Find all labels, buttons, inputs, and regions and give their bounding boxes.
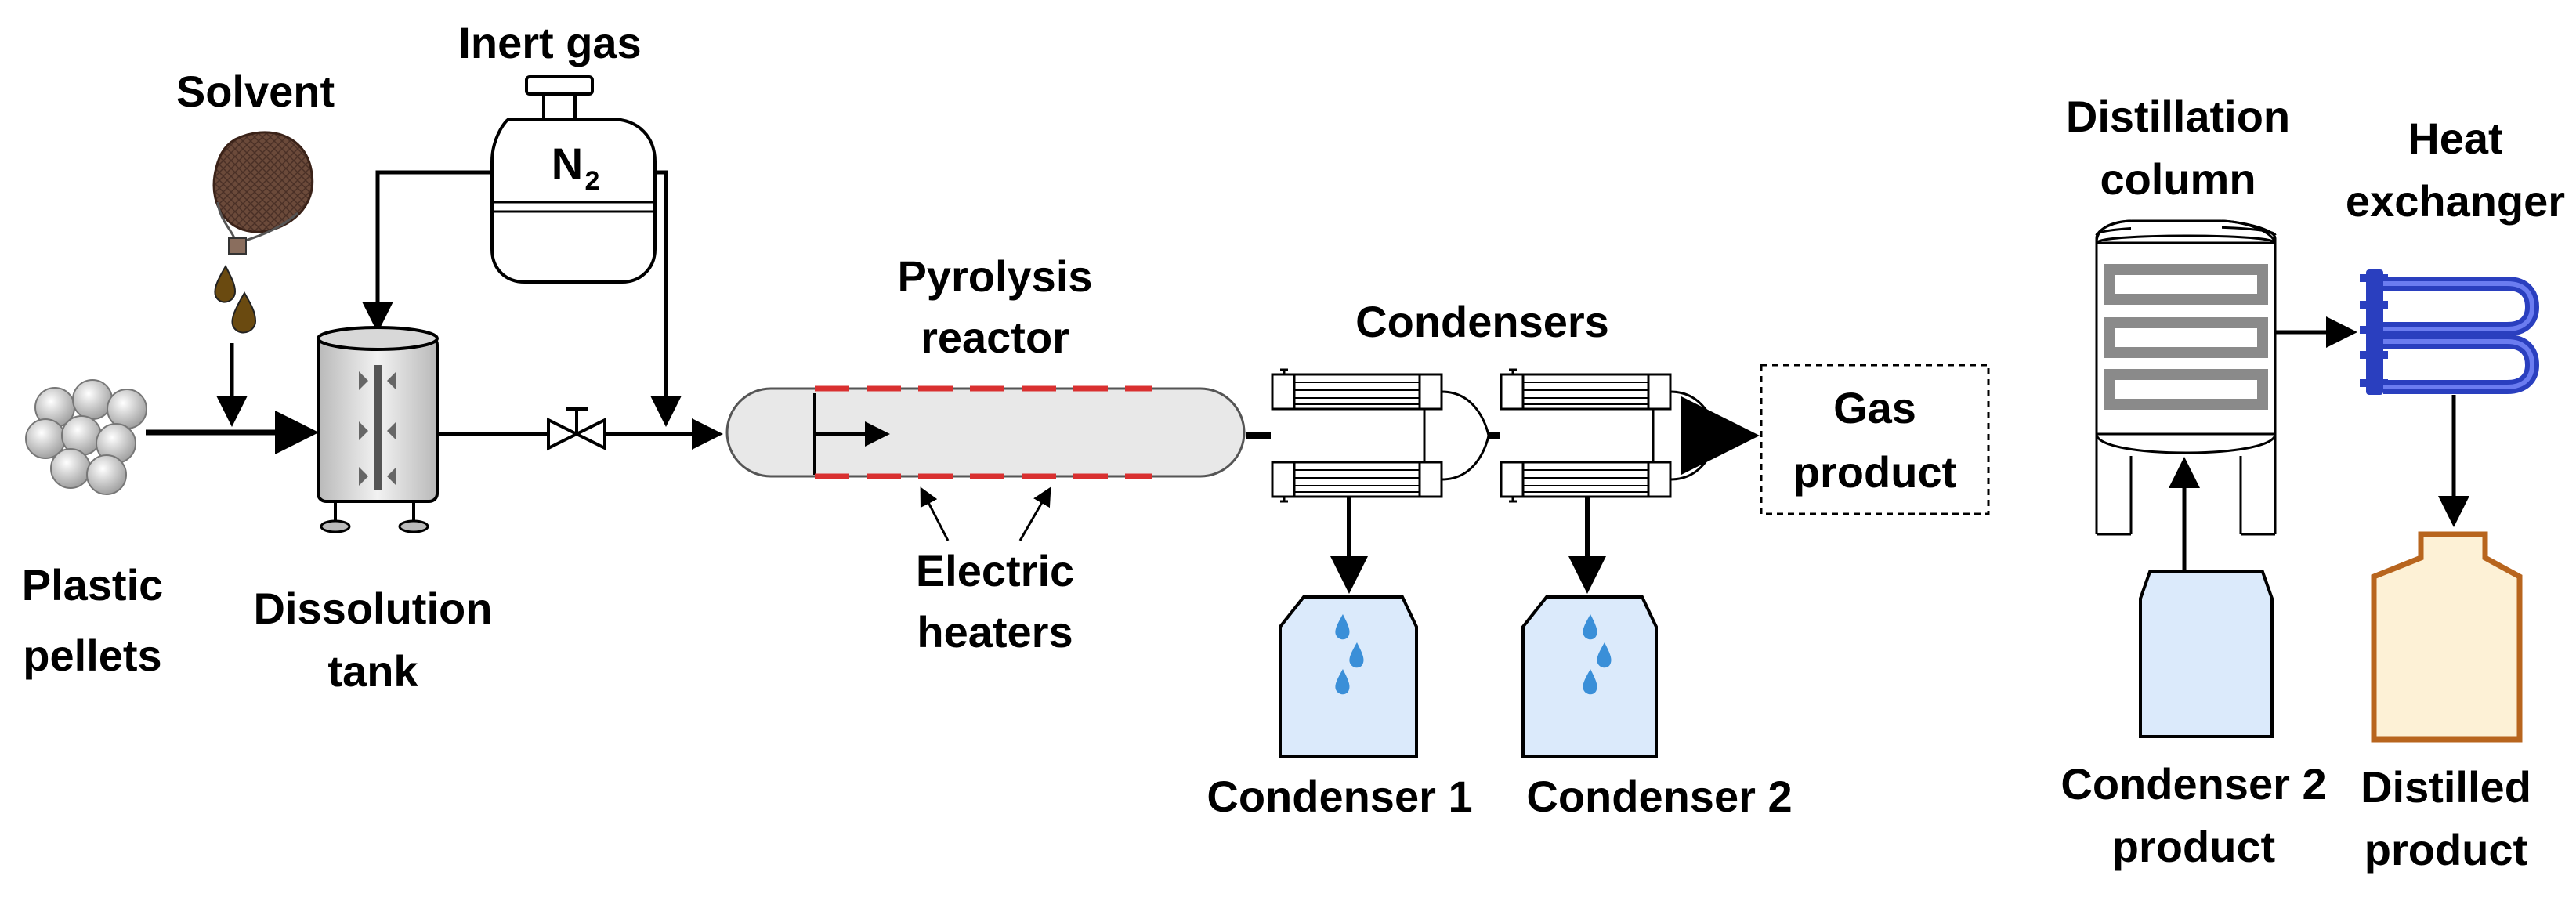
dissolution-tank-icon: [317, 326, 439, 533]
dissolution-tank-label: tank: [327, 646, 418, 696]
heat-exchanger-label: Heat: [2408, 114, 2502, 163]
heater-pointer-arrow: [1018, 486, 1051, 541]
distillation-column-label: Distillation: [2066, 92, 2290, 141]
condenser-2-product-label: Condenser 2: [2060, 759, 2326, 808]
droplet-icon: [1335, 614, 1364, 695]
dissolution-tank-label: Dissolution: [254, 584, 493, 633]
condenser-2-product-label: product: [2112, 822, 2275, 871]
valve-icon: [547, 407, 606, 451]
solvent-label: Solvent: [176, 67, 335, 116]
gas-product-label: Gas: [1833, 383, 1916, 432]
distilled-product-label: Distilled: [2361, 762, 2531, 812]
heat-exchanger-label: exchanger: [2346, 176, 2565, 226]
condenser-1-icon: [1271, 368, 1490, 503]
condenser-1-label: Condenser 1: [1207, 772, 1472, 821]
electric-heater-icon: [815, 385, 1152, 479]
gas-product-label: product: [1793, 447, 1956, 497]
heat-exchanger-icon: [2360, 269, 2540, 395]
condensers-label: Condensers: [1355, 297, 1609, 346]
solvent-drop-icon: [214, 264, 257, 334]
n2-to-tank-line: [362, 170, 492, 333]
condenser-2-product-bottle-icon: [2139, 570, 2274, 738]
pyrolysis-reactor-icon: [725, 387, 1246, 478]
condenser-2-icon: [1500, 368, 1719, 503]
condenser-1-product-bottle-icon: [1279, 595, 1418, 758]
electric-heaters-label: Electric: [916, 546, 1074, 595]
n2-subscript: 2: [585, 166, 600, 196]
distilled-product-label: product: [2364, 825, 2527, 874]
inert-gas-label: Inert gas: [458, 18, 641, 67]
distillation-column-label: column: [2100, 154, 2256, 204]
n2-symbol: N: [552, 139, 583, 188]
pyrolysis-reactor-label: reactor: [921, 313, 1069, 362]
n2-gas-cylinder-icon: [490, 75, 657, 284]
plastic-pellets-label: Plastic: [22, 560, 164, 609]
distilled-product-bottle-icon: [2371, 531, 2523, 743]
electric-heaters-label: heaters: [917, 607, 1073, 656]
distillation-column-icon: [2095, 216, 2277, 536]
heater-pointer-arrow: [920, 486, 950, 541]
plastic-pellets-icon: [25, 379, 147, 495]
solvent-bag-icon: [212, 131, 314, 255]
gas-product-box: [1760, 364, 1990, 515]
droplet-icon: [1583, 614, 1612, 695]
n2-to-reactor-line: [650, 170, 682, 427]
condenser-2-label: Condenser 2: [1526, 772, 1792, 821]
plastic-pellets-label: pellets: [23, 631, 161, 680]
pyrolysis-reactor-label: Pyrolysis: [897, 251, 1092, 301]
